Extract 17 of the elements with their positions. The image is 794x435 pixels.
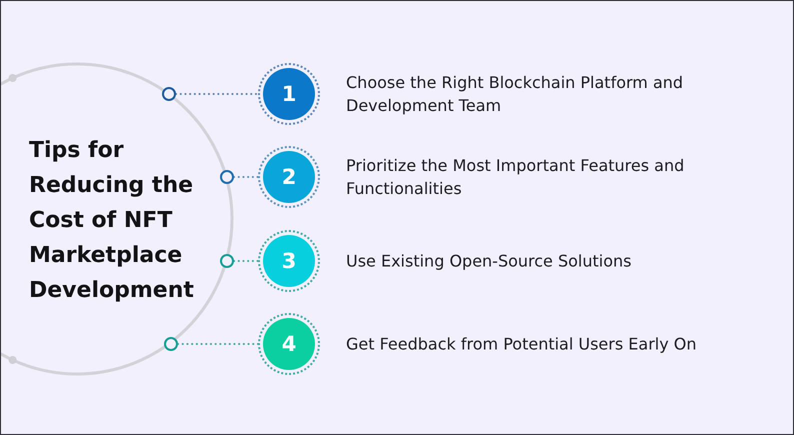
tip-text: Choose the Right Blockchain Platform and Development Team xyxy=(346,72,684,117)
ring-marker xyxy=(162,87,176,101)
ring-marker xyxy=(220,170,234,184)
number-circle: 1 xyxy=(258,63,320,125)
number-circle: 3 xyxy=(258,230,320,292)
tip-text: Prioritize the Most Important Features and Functionalities xyxy=(346,155,686,200)
title-text: Tips for Reducing the Cost of NFT Marketplace Development xyxy=(29,137,195,305)
number-circle: 4 xyxy=(258,313,320,375)
dotted-connector xyxy=(233,260,259,262)
dotted-connector xyxy=(175,93,259,95)
ring-marker xyxy=(220,254,234,268)
dotted-connector xyxy=(177,343,259,345)
number-circle: 2 xyxy=(258,146,320,208)
tip-text: Use Existing Open-Source Solutions xyxy=(346,250,632,272)
tip-text: Get Feedback from Potential Users Early On xyxy=(346,334,698,356)
dotted-connector xyxy=(233,176,259,178)
ring-marker xyxy=(164,337,178,351)
